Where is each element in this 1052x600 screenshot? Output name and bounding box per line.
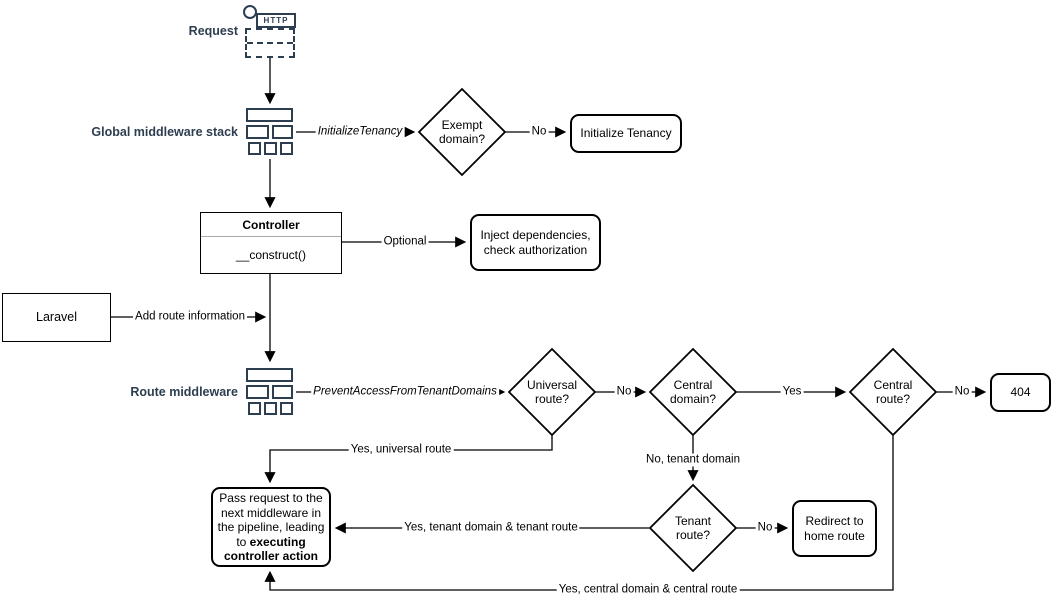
global-middleware-stack-label: Global middleware stack [91, 125, 238, 139]
controller-node-method: __construct() [235, 248, 307, 262]
central-domain-label: Central domain? [669, 378, 717, 406]
stack-icon-row3a [248, 142, 261, 155]
not-found-404-node: 404 [990, 373, 1051, 412]
edge-label-prevent-access: PreventAccessFromTenantDomains [311, 385, 499, 399]
universal-route-diamond [507, 347, 597, 437]
stack-icon-row2b [272, 125, 293, 139]
http-request-icon-circle [243, 5, 257, 19]
http-request-icon-body [245, 28, 295, 58]
stack-icon-row1 [246, 108, 293, 122]
pass-request-node: Pass request to the next middleware in t… [211, 487, 331, 567]
exempt-domain-label: Exempt domain? [438, 118, 486, 146]
redirect-home-node: Redirect to home route [792, 500, 877, 557]
central-route-label: Central route? [873, 378, 913, 406]
pass-request-text-bold: executing controller action [223, 534, 318, 564]
edge-label-no-tenant-domain: No, tenant domain [644, 453, 742, 467]
tenant-route-label: Tenant route? [674, 514, 712, 542]
http-request-icon: HTTP [243, 5, 297, 58]
stack-icon-row2b [272, 385, 293, 399]
request-label: Request [188, 24, 238, 38]
stack-icon-row3c [280, 402, 293, 415]
stack-icon-row1 [246, 368, 293, 382]
route-middleware-label: Route middleware [130, 385, 238, 399]
stack-icon-row3b [264, 142, 277, 155]
http-request-icon-label: HTTP [263, 16, 289, 25]
controller-node: Controller __construct() [200, 212, 342, 274]
pass-request-text: Pass request to the next middleware in t… [217, 491, 325, 549]
edge-label-initialize-tenancy: InitializeTenancy [315, 125, 405, 139]
stack-icon-row2a [246, 125, 269, 139]
central-domain-diamond [648, 347, 738, 437]
edge-label-universal-no: No [614, 385, 634, 399]
stack-icon-row3a [248, 402, 261, 415]
controller-node-title: Controller [201, 213, 341, 237]
edge-label-exempt-no: No [529, 125, 549, 139]
laravel-node: Laravel [2, 293, 111, 342]
universal-route-label: Universal route? [526, 378, 577, 406]
edge-label-tenant-no: No [755, 521, 775, 535]
edge-label-tenant-yes: Yes, tenant domain & tenant route [402, 521, 580, 535]
edge-label-universal-yes: Yes, universal route [348, 443, 454, 457]
edge-label-add-route-information: Add route information [133, 310, 247, 324]
edge-label-central-yes: Yes, central domain & central route [556, 583, 740, 597]
stack-icon-row3c [280, 142, 293, 155]
stack-icon-row3b [264, 402, 277, 415]
stack-icon-row2a [246, 385, 269, 399]
http-request-icon-divider [247, 42, 293, 44]
route-middleware-icon [245, 368, 295, 416]
central-route-diamond [848, 347, 938, 437]
tenant-route-diamond [648, 483, 738, 573]
edge-label-central-route-no: No [952, 385, 972, 399]
exempt-domain-diamond [417, 87, 507, 177]
edge-universal-yes-to-pass-request [264, 435, 553, 484]
inject-dependencies-node: Inject dependencies, check authorization [470, 214, 601, 271]
edge-label-optional: Optional [381, 235, 429, 249]
global-middleware-stack-icon [245, 108, 295, 156]
http-request-icon-header: HTTP [256, 13, 296, 28]
initialize-tenancy-node: Initialize Tenancy [570, 114, 682, 153]
edge-label-central-domain-yes: Yes [780, 385, 804, 399]
